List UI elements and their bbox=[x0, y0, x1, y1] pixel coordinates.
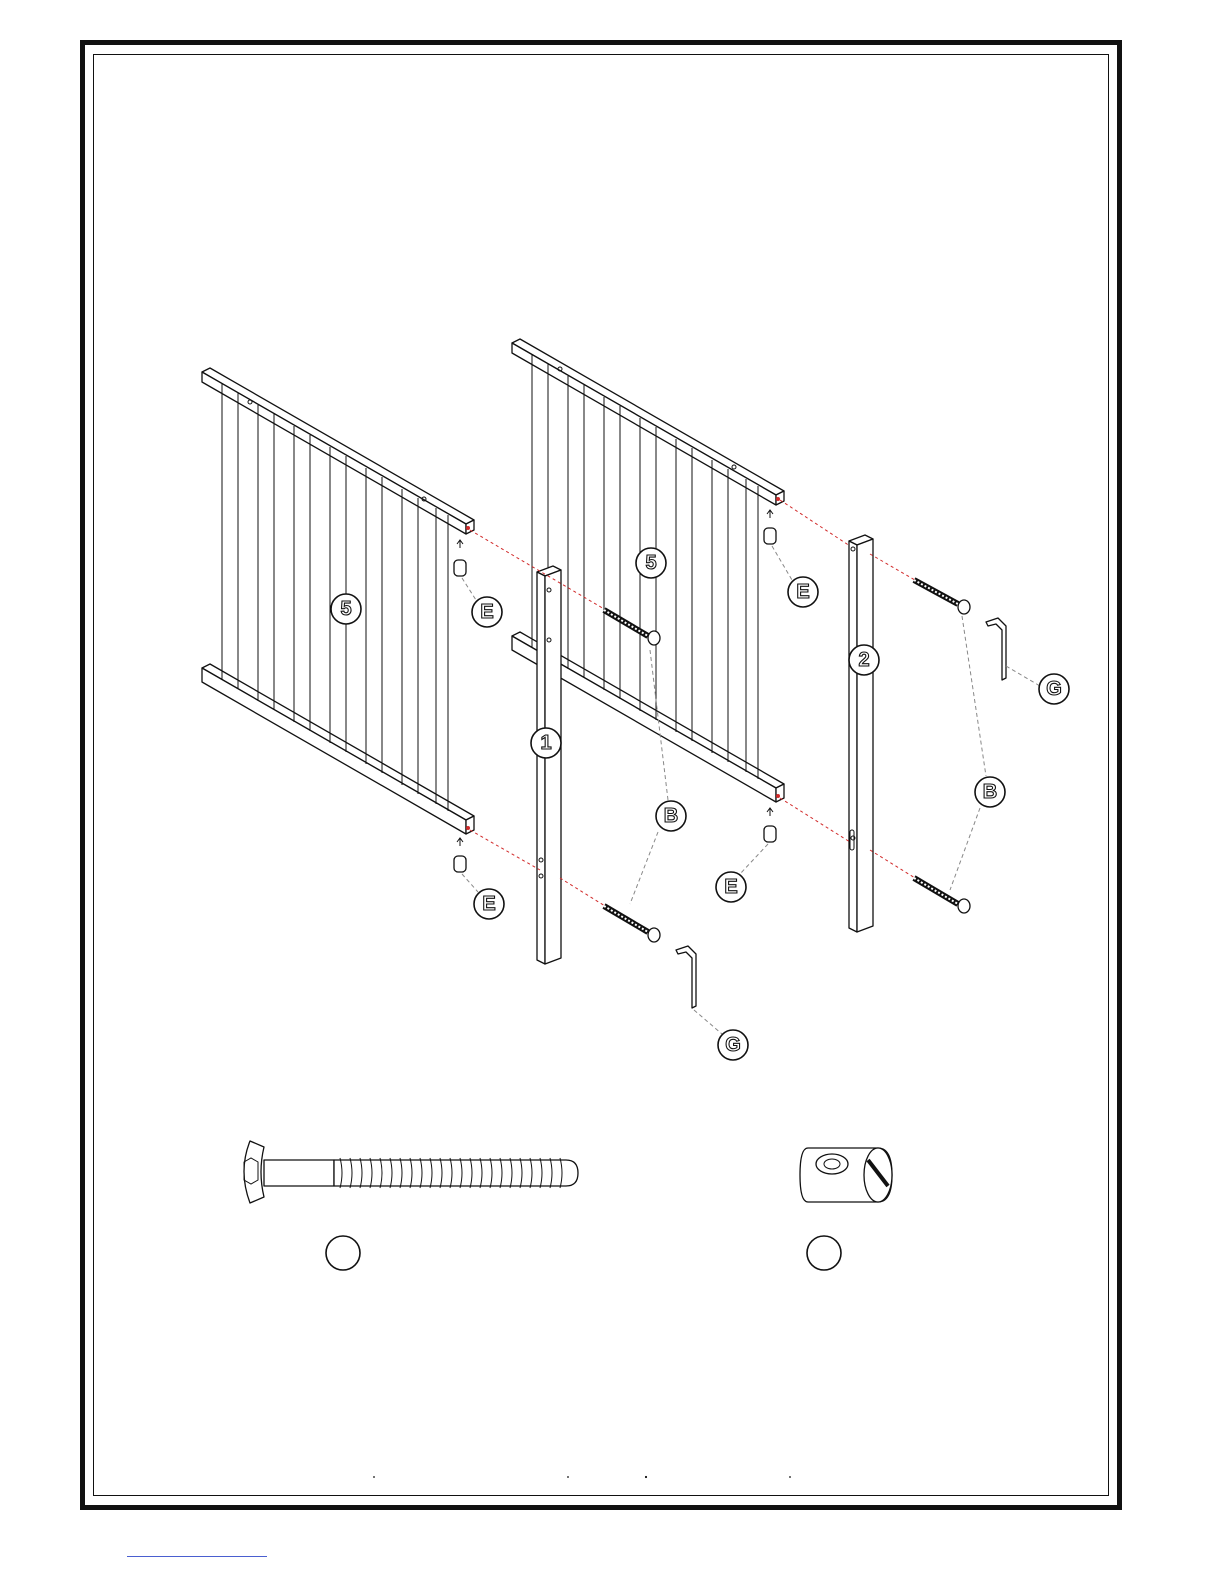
bolt-upper-left bbox=[604, 610, 660, 645]
svg-text:G: G bbox=[725, 1034, 741, 1056]
svg-text:5: 5 bbox=[645, 552, 656, 574]
svg-text:E: E bbox=[796, 581, 809, 603]
callout-nut-2: E bbox=[788, 577, 818, 607]
bolt-upper-right bbox=[914, 580, 970, 614]
callout-post-left: 1 bbox=[531, 728, 561, 758]
callout-nut-3: E bbox=[474, 889, 504, 919]
callout-detail-nut bbox=[807, 1236, 841, 1270]
svg-text:1: 1 bbox=[540, 732, 551, 754]
svg-text:E: E bbox=[482, 893, 495, 915]
bolt-lower-left bbox=[604, 906, 660, 942]
link-underline[interactable] bbox=[127, 1556, 267, 1557]
barrel-nut-detail-icon bbox=[800, 1148, 892, 1202]
callout-key-left: G bbox=[718, 1030, 748, 1060]
callout-bolt-left: B bbox=[656, 801, 686, 831]
callout-post-right: 2 bbox=[849, 645, 879, 675]
callout-key-right: G bbox=[1039, 674, 1069, 704]
svg-text:5: 5 bbox=[340, 598, 351, 620]
post-right bbox=[849, 535, 873, 932]
svg-text:B: B bbox=[664, 805, 678, 827]
bottom-marks bbox=[373, 1476, 791, 1478]
svg-text:2: 2 bbox=[858, 649, 869, 671]
svg-text:G: G bbox=[1046, 678, 1062, 700]
svg-text:E: E bbox=[480, 601, 493, 623]
bolt-icon bbox=[244, 1141, 578, 1203]
callout-nut-4: E bbox=[716, 872, 746, 902]
callout-panel-right: 5 bbox=[636, 548, 666, 578]
callout-panel-left: 5 bbox=[331, 594, 361, 624]
post-left bbox=[537, 566, 561, 964]
svg-text:B: B bbox=[983, 781, 997, 803]
allen-key-icon bbox=[676, 618, 1006, 1008]
callout-detail-bolt bbox=[326, 1236, 360, 1270]
callout-bolt-right: B bbox=[975, 777, 1005, 807]
svg-text:E: E bbox=[724, 876, 737, 898]
bolt-lower-right bbox=[914, 878, 970, 913]
callout-nut-1: E bbox=[472, 597, 502, 627]
